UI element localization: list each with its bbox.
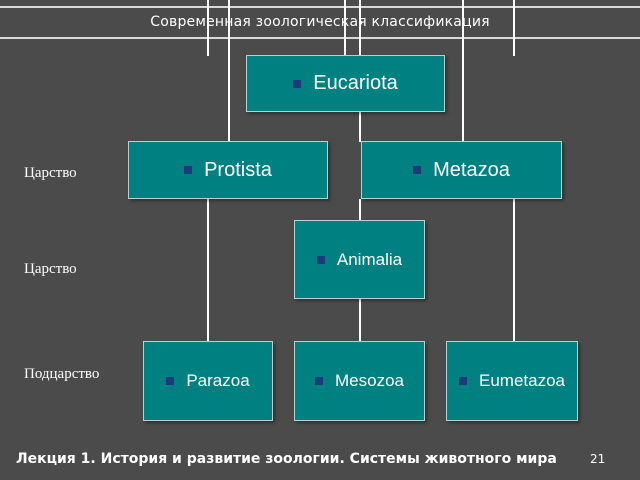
- frame-line: [207, 0, 209, 56]
- node-eucariota: Eucariota: [246, 55, 445, 112]
- node-label: Eucariota: [313, 72, 398, 94]
- node-protista: Protista: [128, 141, 328, 199]
- bullet-icon: [315, 377, 323, 385]
- footer-text: Лекция 1. История и развитие зоологии. С…: [16, 451, 557, 467]
- title-bottom-rule: [0, 37, 640, 39]
- rank-label-kingdom: Царство: [24, 165, 77, 181]
- frame-line: [228, 0, 230, 142]
- rank-label-kingdom: Царство: [24, 261, 77, 277]
- frame-line: [344, 0, 346, 56]
- node-eumetazoa: Eumetazoa: [446, 341, 578, 421]
- node-metazoa: Metazoa: [361, 141, 562, 199]
- node-label: Metazoa: [433, 158, 510, 181]
- page-number: 21: [590, 452, 606, 466]
- node-mesozoa: Mesozoa: [294, 341, 425, 421]
- node-label: Eumetazoa: [479, 371, 565, 390]
- frame-line: [513, 0, 515, 56]
- bullet-icon: [413, 166, 422, 174]
- bullet-icon: [184, 166, 193, 174]
- node-parazoa: Parazoa: [143, 341, 273, 421]
- footer: Лекция 1. История и развитие зоологии. С…: [0, 445, 640, 475]
- bullet-icon: [166, 377, 175, 385]
- bullet-icon: [459, 377, 467, 385]
- node-label: Mesozoa: [335, 371, 404, 390]
- connector-metazoa-eumetazoa: [513, 199, 515, 341]
- connector-metazoa-animalia: [359, 199, 361, 220]
- connector-animalia-mesozoa: [359, 299, 361, 341]
- node-animalia: Animalia: [294, 220, 425, 299]
- title-top-rule: [0, 6, 640, 8]
- slide-title: Современная зоологическая классификация: [150, 14, 490, 30]
- frame-line: [462, 0, 464, 142]
- connector-protista-parazoa: [207, 199, 209, 341]
- node-label: Protista: [204, 158, 272, 181]
- node-label: Animalia: [336, 249, 403, 269]
- node-label: Parazoa: [186, 371, 250, 390]
- bullet-icon: [293, 79, 302, 88]
- rank-label-subkingdom: Подцарство: [24, 366, 100, 382]
- bullet-icon: [316, 255, 325, 264]
